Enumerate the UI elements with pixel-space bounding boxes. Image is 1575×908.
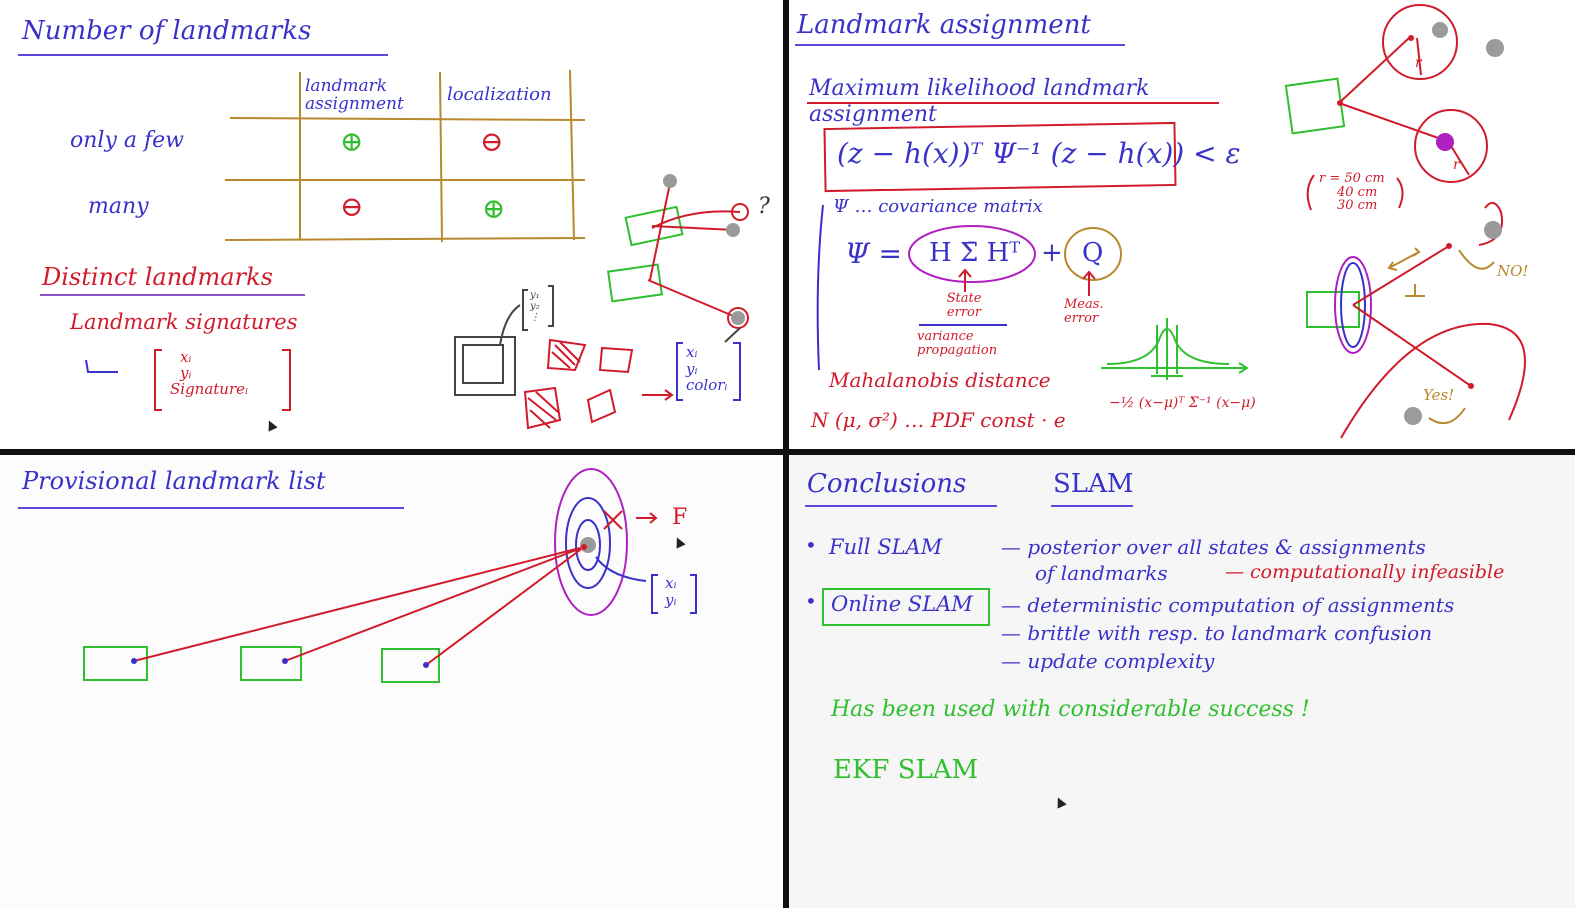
title-underline	[1051, 505, 1133, 507]
psi-plus: +	[1041, 238, 1063, 268]
bullet-icon: •	[805, 589, 817, 613]
vector-y: yᵢ	[665, 591, 677, 610]
small-vector-y2: y₂	[530, 301, 540, 312]
vector-x: xᵢ	[686, 343, 698, 361]
plus-symbol: ⊕	[482, 192, 506, 225]
vector-signature: Signatureᵢ	[170, 379, 249, 398]
radius-30: 30 cm	[1337, 198, 1378, 214]
psi-equals: Ψ =	[845, 237, 902, 270]
meas-error-label: Meas. error	[1064, 297, 1104, 326]
vector-y: yᵢ	[686, 359, 698, 378]
small-vector-dots: ⋮	[530, 312, 540, 323]
variance-propagation-label: variance propagation	[917, 329, 998, 358]
pdf-exponent: −½ (x−μ)ᵀ Σ⁻¹ (x−μ)	[1109, 395, 1256, 411]
panel-landmark-assignment: Landmark assignment Maximum likelihood l…	[789, 0, 1575, 449]
small-vector: y₁ y₂ ⋮	[530, 290, 540, 323]
landmark-table-grid	[224, 69, 586, 243]
table-col-landmark-assignment: landmark assignment	[305, 76, 404, 114]
psi-term-h-sigma-h: H Σ̄ Hᵀ	[929, 238, 1021, 268]
vector-y: yᵢ	[180, 363, 192, 382]
table-row-only-a-few: only a few	[70, 128, 184, 153]
question-mark: ?	[758, 194, 770, 219]
provisional-list-diagram	[83, 468, 697, 683]
title-underline	[18, 54, 388, 56]
title-underline	[18, 507, 404, 509]
title-slam: SLAM	[1053, 469, 1134, 499]
minus-symbol: ⊖	[480, 125, 504, 158]
radius-50: r = 50 cm	[1319, 171, 1385, 186]
landmark-signatures-label: Landmark signatures	[70, 310, 298, 334]
full-slam-line1: — posterior over all states & assignment…	[1001, 535, 1426, 559]
mahalanobis-distance-label: Mahalanobis distance	[829, 368, 1051, 392]
online-slam-line3: — update complexity	[1001, 649, 1215, 673]
no-label: NO!	[1497, 262, 1529, 280]
online-slam-box	[822, 588, 990, 626]
title-underline	[807, 102, 1219, 104]
radius-label: r	[1415, 55, 1422, 71]
radius-label: r	[1453, 157, 1460, 173]
panel-provisional-landmark-list: Provisional landmark list F xᵢ	[0, 455, 783, 908]
panel-conclusions-slam: Conclusions SLAM • Full SLAM — posterior…	[789, 455, 1575, 908]
bullet-icon: •	[805, 533, 817, 557]
title-number-of-landmarks: Number of landmarks	[22, 16, 312, 46]
title-underline	[805, 505, 997, 507]
signature-vector: xᵢ yᵢ Signatureᵢ	[170, 348, 249, 398]
signature-diagram	[85, 174, 749, 430]
ml-formula: (z − h(x))ᵀ Ψ⁻¹ (z − h(x)) < ε	[837, 137, 1241, 170]
success-note: Has been used with considerable success …	[831, 697, 1310, 722]
pdf-expression: N (μ, σ²) … PDF const · e	[811, 408, 1066, 432]
full-slam-heading: Full SLAM	[829, 535, 943, 559]
online-slam-heading: Online SLAM	[831, 592, 973, 616]
title-provisional-landmark-list: Provisional landmark list	[22, 467, 326, 495]
f-label: F	[672, 505, 688, 530]
title-landmark-assignment: Landmark assignment	[797, 10, 1091, 40]
radius-40: 40 cm	[1337, 184, 1378, 200]
mouse-cursor-icon	[1053, 795, 1067, 809]
yes-label: Yes!	[1423, 386, 1455, 404]
color-vector: xᵢ yᵢ colorᵢ	[686, 344, 727, 394]
state-error-label: State error	[946, 291, 982, 320]
ekf-slam-label: EKF SLAM	[833, 755, 979, 785]
full-slam-line2: of landmarks	[1035, 561, 1168, 585]
panel-number-of-landmarks: Number of landmarks landmark assignment …	[0, 0, 783, 449]
table-col-localization: localization	[447, 84, 552, 105]
title-underline	[795, 44, 1125, 46]
online-slam-line2: — brittle with resp. to landmark confusi…	[1001, 621, 1433, 645]
distinct-landmarks-title: Distinct landmarks	[42, 263, 273, 291]
title-conclusions: Conclusions	[807, 469, 967, 499]
full-slam-infeasible: — computationally infeasible	[1225, 561, 1505, 583]
vector-x: xᵢ	[180, 348, 192, 366]
psi-term-q: Q	[1082, 238, 1104, 268]
panel-divider-vertical	[783, 0, 789, 908]
ml-assignment-line1: Maximum likelihood landmark	[809, 76, 1150, 101]
table-row-many: many	[88, 194, 149, 219]
provisional-vector: xᵢ yᵢ	[665, 574, 677, 610]
vector-x: xᵢ	[665, 574, 677, 592]
psi-definition: Ψ … covariance matrix	[833, 196, 1043, 217]
small-vector-y1: y₁	[530, 290, 540, 301]
title-underline	[40, 294, 305, 296]
ml-assignment-line2: assignment	[809, 102, 937, 127]
radius-values: r = 50 cm 40 cm 30 cm	[1319, 172, 1385, 213]
assignment-diagram	[816, 4, 1526, 439]
online-slam-line1: — deterministic computation of assignmen…	[1001, 593, 1455, 617]
vector-color: colorᵢ	[686, 376, 728, 394]
minus-symbol: ⊖	[340, 190, 364, 223]
plus-symbol: ⊕	[340, 125, 364, 158]
